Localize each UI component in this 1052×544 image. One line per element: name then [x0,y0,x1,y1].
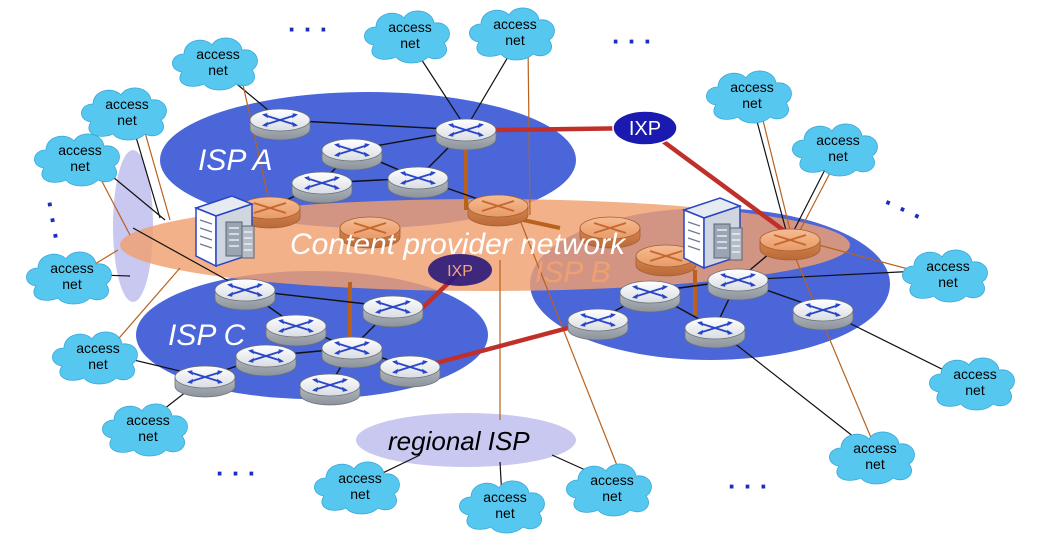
access-net-line2: net [865,456,885,472]
access-net-line2: net [742,95,762,111]
access-net-line2: net [88,356,108,372]
access-net-line2: net [965,382,985,398]
ellipsis-bottom-left: · · · [216,458,256,488]
access-net-line1: access [76,340,120,356]
access-net-cloud: access net [566,463,652,517]
access-net-line1: access [50,260,94,276]
access-net-cloud: access net [26,251,112,305]
access-net-cloud: access net [706,70,792,124]
ellipsis-top-left: · · · [288,14,328,44]
access-net-cloud: access net [314,461,400,515]
access-net-line1: access [590,472,634,488]
access-net-line1: access [388,19,432,35]
datacenter-right-icon [683,197,743,269]
access-net-line1: access [126,412,170,428]
access-net-cloud: access net [172,37,258,91]
access-net-line2: net [62,276,82,292]
ellipsis-bottom-right: · · · [728,471,768,501]
access-net-line2: net [602,488,622,504]
access-net-line2: net [938,274,958,290]
access-net-line1: access [953,366,997,382]
access-net-line1: access [816,132,860,148]
access-net-line1: access [483,489,527,505]
access-net-line1: access [926,258,970,274]
access-net-line1: access [730,79,774,95]
access-networks: access net access net access net access … [26,7,1015,534]
isp-c-label: ISP C [168,319,246,352]
access-net-cloud: access net [929,357,1015,411]
ixp-top: IXP [612,110,678,146]
access-net-cloud: access net [102,403,188,457]
access-net-cloud: access net [902,249,988,303]
regional-isp-left-region [113,150,153,302]
access-net-line2: net [495,505,515,521]
ixp-middle-label: IXP [447,263,473,280]
ixp-top-label: IXP [629,118,661,140]
access-net-line1: access [196,46,240,62]
ellipsis-top-right: · · · [612,26,652,56]
access-net-cloud: access net [459,480,545,534]
access-net-line2: net [117,112,137,128]
access-net-cloud: access net [792,123,878,177]
access-net-cloud: access net [34,133,120,187]
regional-isp-region [356,413,576,467]
datacenter-left-icon [195,195,255,267]
isp-a-label: ISP A [198,144,272,177]
access-net-line2: net [350,486,370,502]
access-net-cloud: access net [469,7,555,61]
access-net-line2: net [138,428,158,444]
ellipsis-left: · · · [35,198,72,243]
access-net-line2: net [208,62,228,78]
access-net-line2: net [400,35,420,51]
ellipsis-right: · · · [879,187,928,231]
regional-isp-label: regional ISP [388,426,530,456]
access-net-cloud: access net [81,87,167,141]
ellipsis-markers: · · · · · · · · · · · · · · · · · · [35,14,928,501]
access-net-line1: access [58,142,102,158]
access-net-line2: net [70,158,90,174]
access-net-line2: net [505,32,525,48]
access-net-cloud: access net [829,431,915,485]
access-net-line2: net [828,148,848,164]
access-net-line1: access [338,470,382,486]
access-net-cloud: access net [52,331,138,385]
access-net-line1: access [105,96,149,112]
access-net-line1: access [853,440,897,456]
ixp-middle: IXP [428,254,492,286]
access-net-cloud: access net [364,10,450,64]
isp-b-label: ISP B [535,256,611,289]
access-net-line1: access [493,16,537,32]
